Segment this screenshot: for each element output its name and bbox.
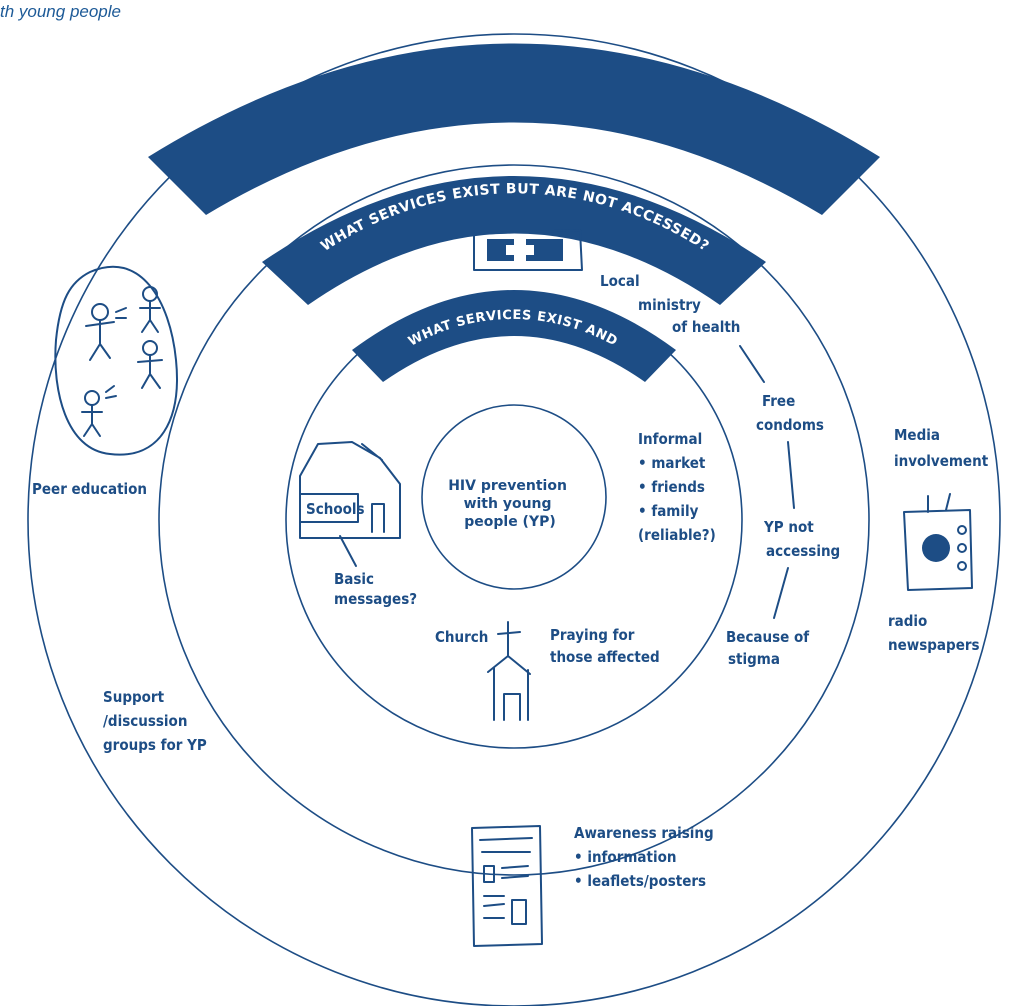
svg-text:WHAT SERVICES DO NOT EXIST?: WHAT SERVICES DO NOT EXIST? [376, 6, 682, 47]
ministry-connector [739, 345, 765, 383]
condoms-connector [787, 441, 795, 509]
inner-ring-title-line2: ARE ACCESSED? [448, 346, 576, 371]
church-label: Church [435, 628, 488, 646]
inner-ring-header [352, 290, 676, 382]
informal-label: Informal • market • friends • family (re… [638, 430, 716, 544]
leaflet-icon [471, 825, 543, 947]
radio-icon [903, 493, 973, 591]
peer-group-icon [54, 265, 178, 456]
outer-ring-title: WHAT SERVICES DO NOT EXIST? [376, 6, 682, 47]
because-of-stigma-label: Because of stigma [726, 628, 814, 668]
middle-ring [158, 164, 870, 876]
figure-caption: th young people [0, 2, 121, 21]
svg-text:ARE ACCESSED?: ARE ACCESSED? [448, 346, 576, 371]
schools-connector [339, 535, 357, 567]
media-involvement-label: Media involvement [894, 426, 989, 470]
awareness-raising-label: Awareness raising • information • leafle… [574, 824, 718, 890]
schools-sign-label: Schools [306, 500, 365, 518]
center-circle [421, 404, 607, 590]
clinic-sign-icon [473, 229, 583, 271]
school-house-icon [299, 441, 401, 539]
church-icon [487, 621, 531, 721]
praying-label: Praying for those affected [550, 626, 660, 666]
outer-ring-header [148, 43, 880, 215]
support-groups-label: Support /discussion groups for YP [103, 688, 207, 754]
radio-newspapers-label: radio newspapers [888, 612, 980, 654]
basic-messages-label: Basic messages? [334, 570, 417, 608]
middle-ring-header [262, 176, 766, 305]
local-ministry-label: Local ministry of health [600, 272, 740, 336]
peer-education-label: Peer education [32, 480, 147, 498]
center-label: HIV prevention with young people (YP) [448, 478, 572, 530]
free-condoms-label: Free condoms [756, 392, 824, 434]
accessing-connector [773, 567, 789, 619]
outer-ring [27, 33, 1001, 1006]
yp-not-accessing-label: YP not accessing [763, 518, 840, 560]
